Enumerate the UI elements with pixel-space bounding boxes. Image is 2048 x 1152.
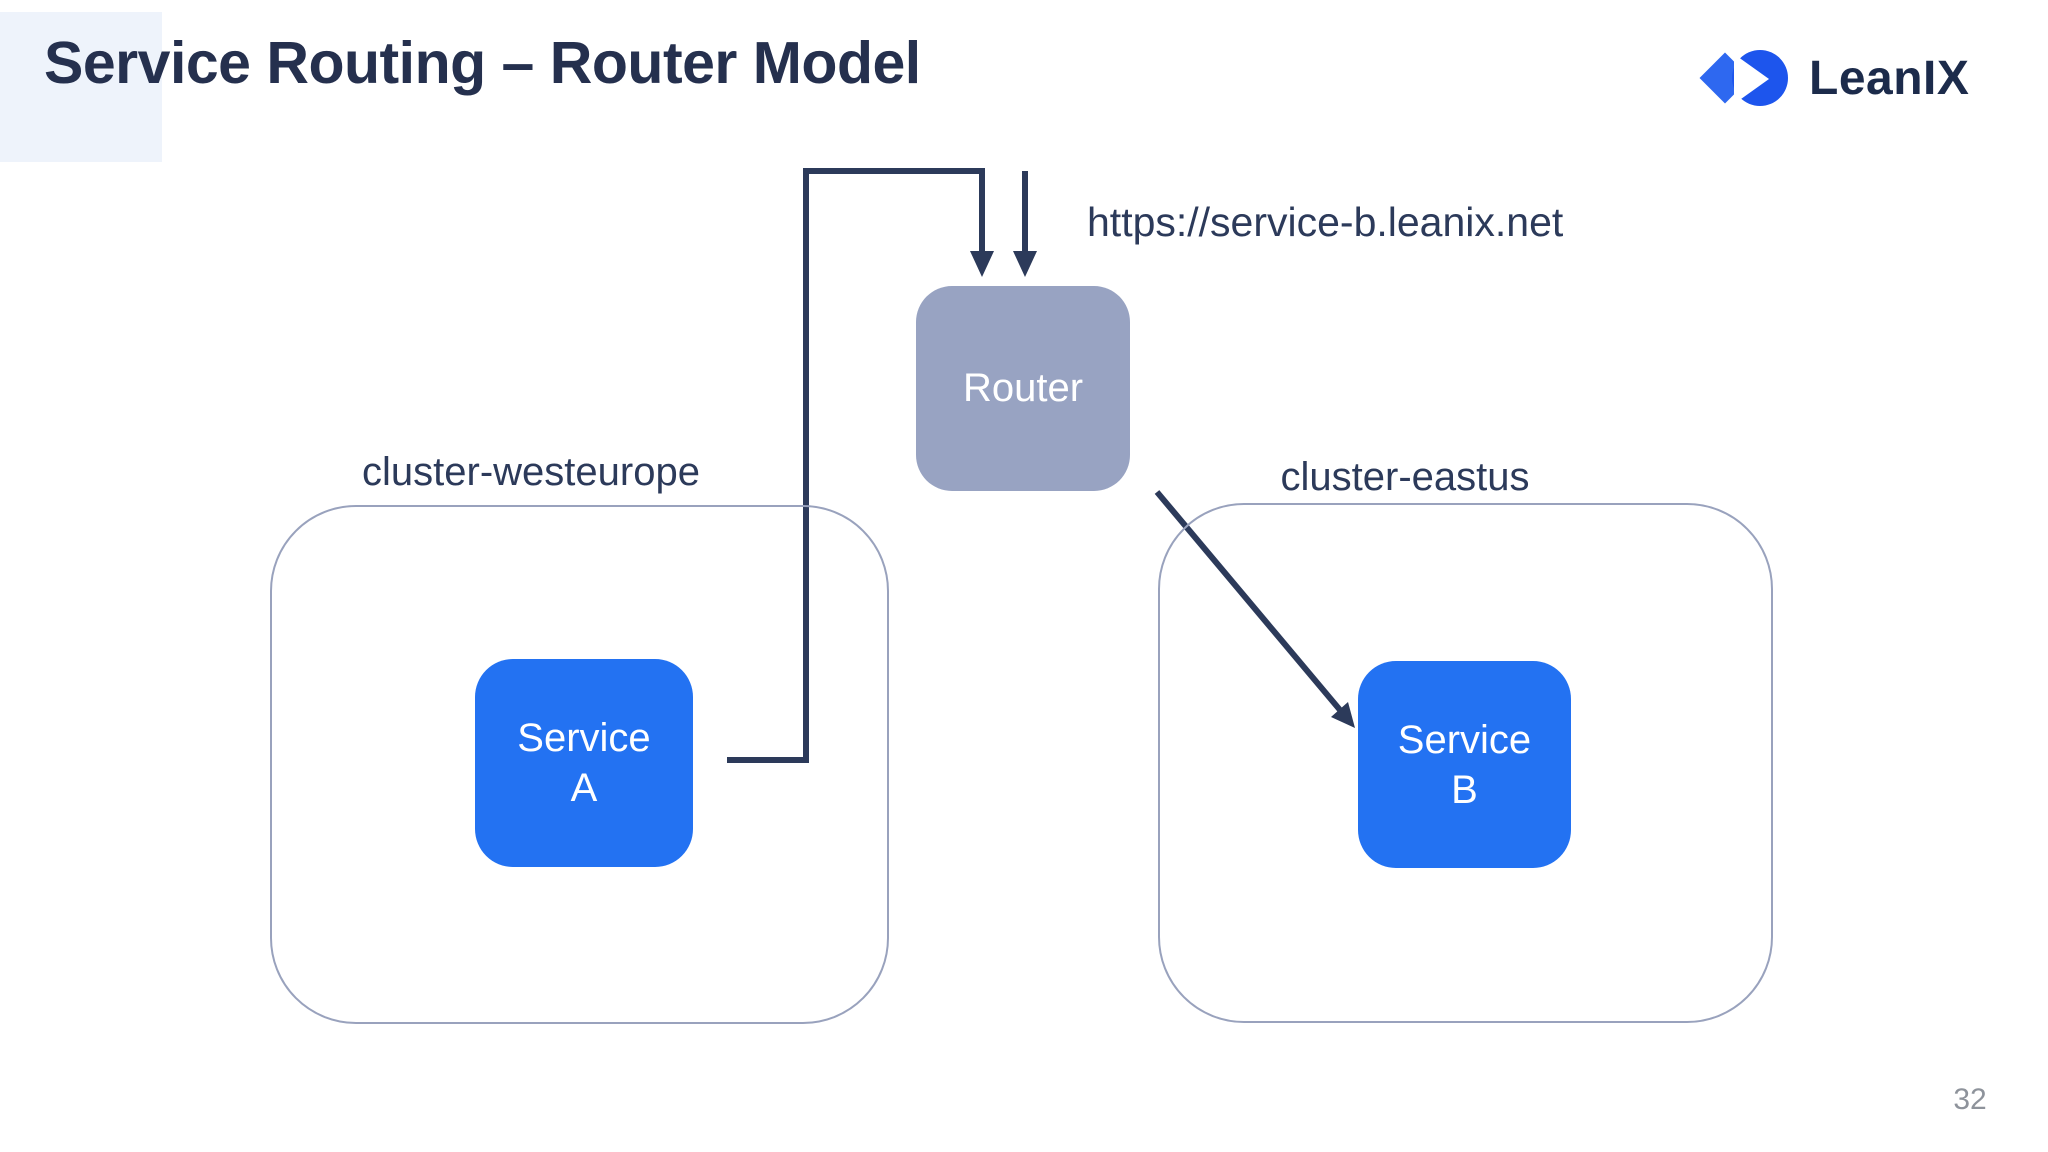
cluster-westeurope-container bbox=[270, 505, 889, 1024]
incoming-request-arrowhead-icon bbox=[1013, 251, 1037, 277]
logo-play-triangle bbox=[1734, 54, 1769, 104]
service-b-label-line2: B bbox=[1451, 767, 1478, 812]
page-title: Service Routing – Router Model bbox=[44, 30, 921, 96]
service-b-url-label: https://service-b.leanix.net bbox=[1087, 199, 1564, 245]
cluster-eastus-label: cluster-eastus bbox=[1280, 455, 1530, 499]
leanix-logo-icon bbox=[1699, 50, 1788, 106]
service-b-node: Service B bbox=[1358, 661, 1571, 868]
title-accent-rect bbox=[0, 12, 162, 162]
service-a-to-router-arrowhead-icon bbox=[970, 251, 994, 277]
cluster-eastus-container bbox=[1158, 503, 1773, 1023]
page-number: 32 bbox=[1953, 1083, 1987, 1116]
service-b-label-line1: Service bbox=[1397, 717, 1532, 762]
router-node: Router bbox=[916, 286, 1130, 491]
router-node-label: Router bbox=[962, 366, 1084, 410]
service-a-node: Service A bbox=[475, 659, 693, 867]
service-a-to-router-connector bbox=[727, 168, 985, 763]
leanix-logo: LeanIX bbox=[1693, 36, 1969, 120]
service-a-label-line2: A bbox=[570, 766, 598, 810]
router-to-service-b-arrowhead-icon bbox=[1331, 702, 1355, 728]
cluster-westeurope-label: cluster-westeurope bbox=[362, 450, 700, 494]
leanix-logo-text: LeanIX bbox=[1809, 51, 1970, 105]
service-a-label-line1: Service bbox=[517, 716, 651, 760]
